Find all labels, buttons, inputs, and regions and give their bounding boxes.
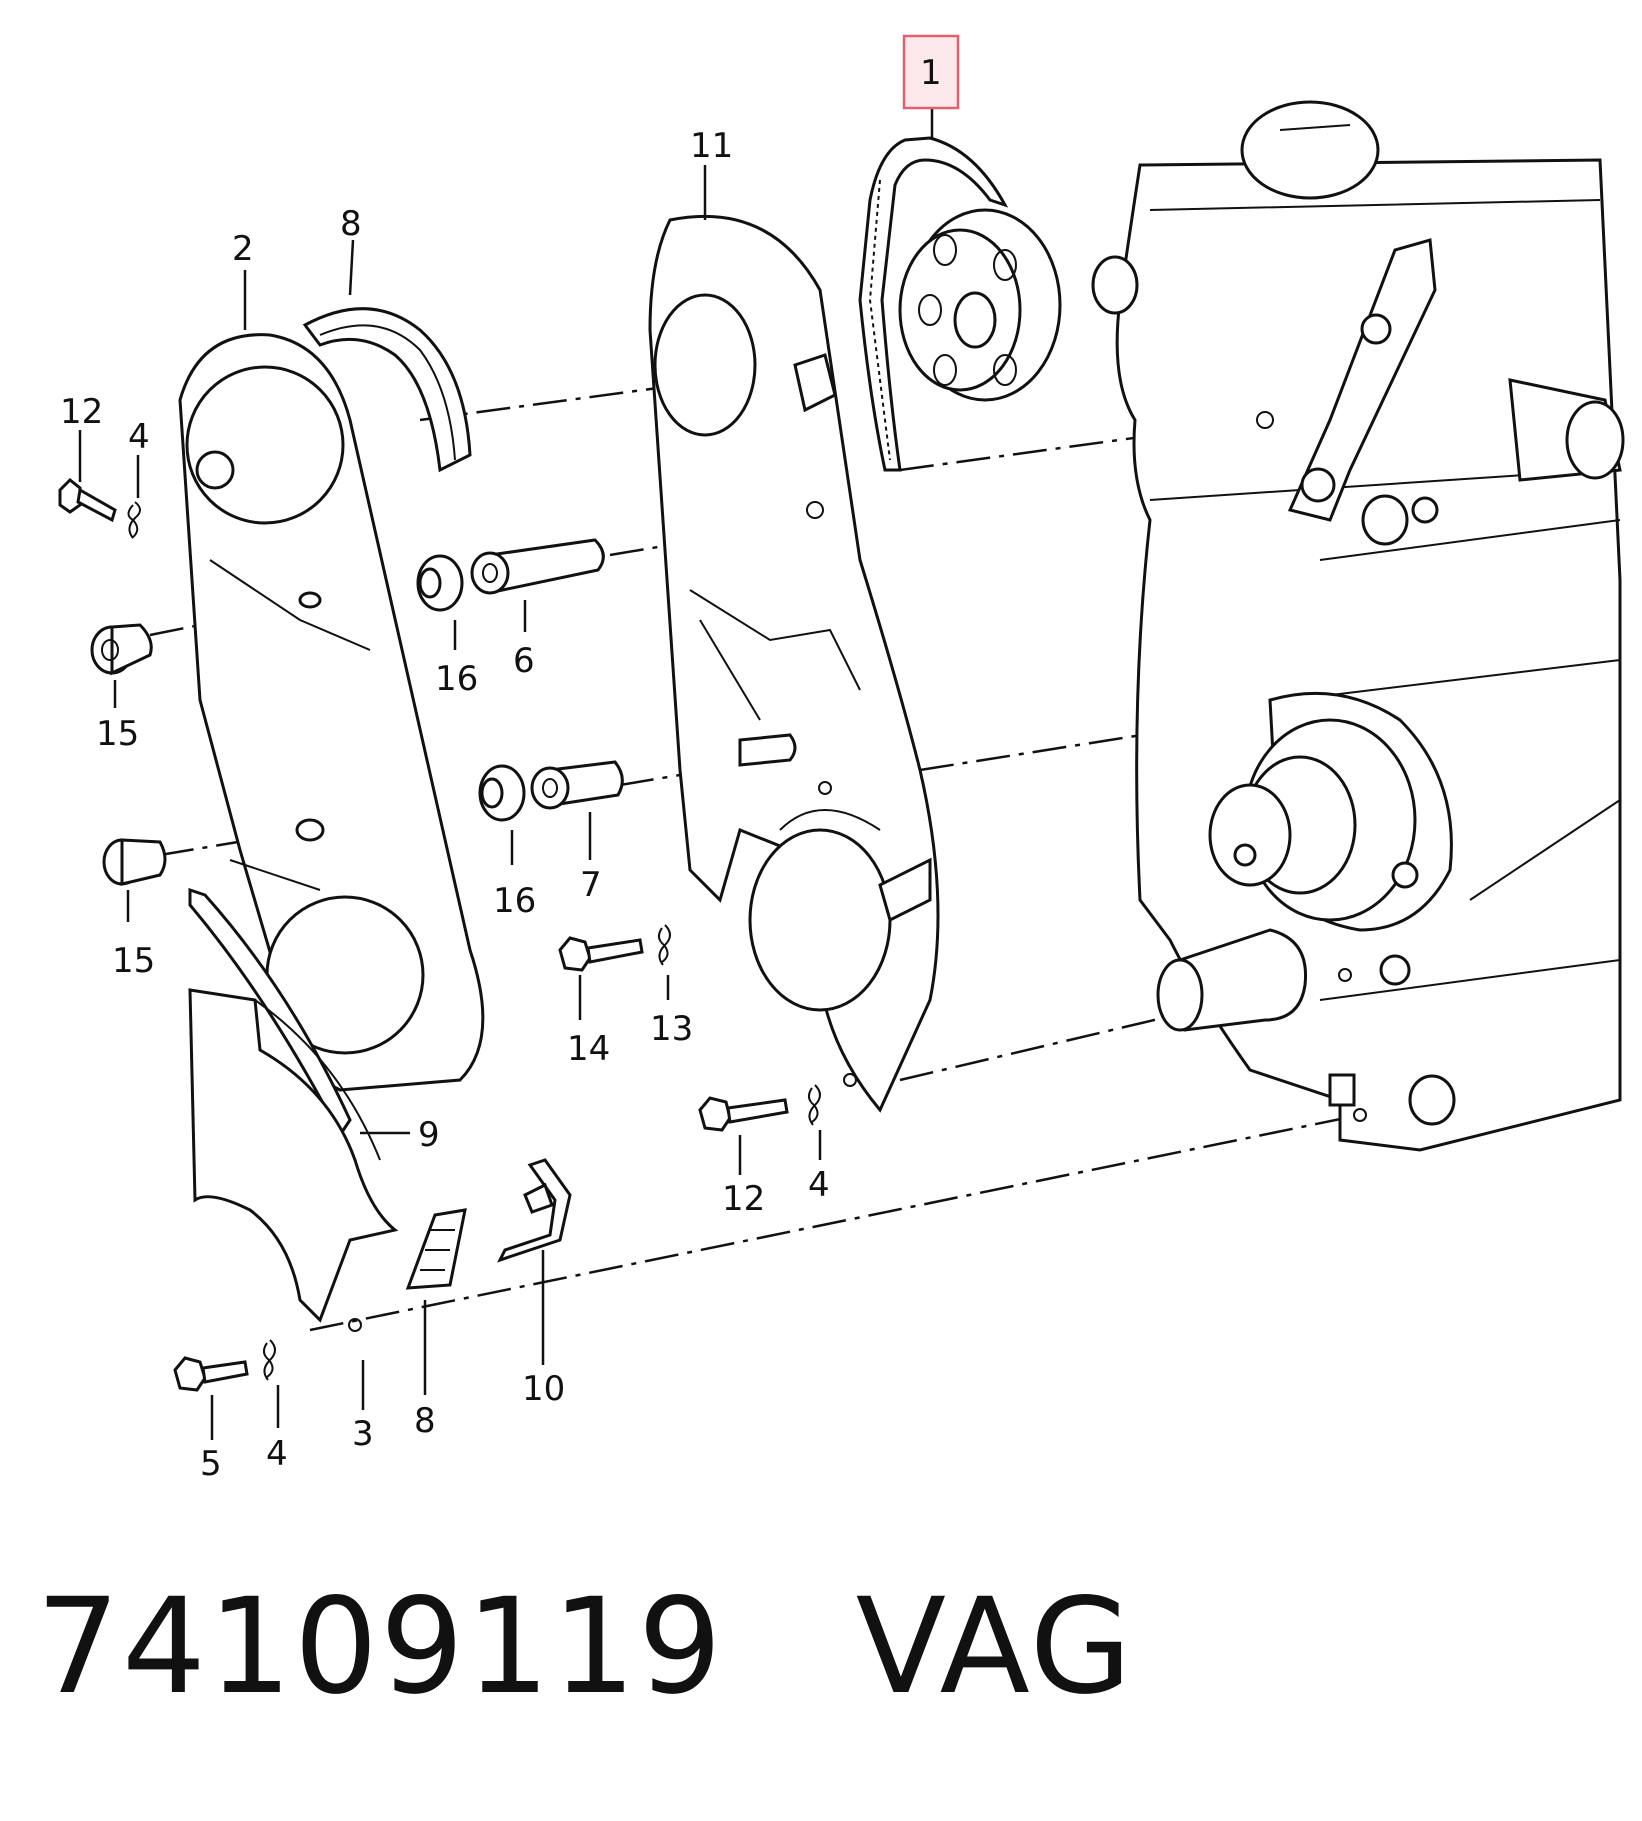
bolt-5 <box>173 1356 249 1392</box>
upper-timing-cover <box>178 333 485 1092</box>
washer-4-upper <box>127 501 141 539</box>
callout-15-upper: 15 <box>96 714 139 754</box>
grommet-16-upper <box>416 554 464 612</box>
callout-1: 1 <box>920 53 942 93</box>
callout-12-upper: 12 <box>60 392 103 432</box>
leader-lines <box>78 108 934 1440</box>
exploded-parts-diagram: 1 2 8 11 12 4 15 15 16 16 6 7 9 14 13 12… <box>58 34 1625 1484</box>
callout-4-bottom: 4 <box>266 1434 288 1474</box>
spacer-sleeve-7 <box>530 760 624 810</box>
callout-7: 7 <box>580 865 602 905</box>
part-caption: 74109119 VAG <box>36 1570 1134 1724</box>
bolt-12-upper <box>58 477 117 523</box>
brand-name: VAG <box>855 1570 1134 1724</box>
cover-seal-strip-lower <box>188 887 352 1138</box>
bushing-15-upper <box>90 623 153 676</box>
washer-4-bottom <box>263 1339 276 1381</box>
seal-pad-8 <box>405 1208 467 1290</box>
camshaft-sprocket <box>898 208 1062 402</box>
bushing-15-lower <box>102 838 167 886</box>
callout-16-upper: 16 <box>435 659 478 699</box>
callout-14: 14 <box>567 1029 610 1069</box>
belt-tensioner <box>1208 691 1453 932</box>
callout-12-lower: 12 <box>722 1179 765 1219</box>
grommet-16-lower <box>478 764 526 822</box>
cover-seal-strip-top <box>302 307 472 473</box>
callout-8-top: 8 <box>340 204 362 244</box>
callout-5: 5 <box>200 1444 222 1484</box>
callout-16-lower: 16 <box>493 881 536 921</box>
callout-13: 13 <box>650 1009 693 1049</box>
callout-15-lower: 15 <box>112 941 155 981</box>
bolt-12-lower <box>698 1096 789 1132</box>
callout-3: 3 <box>352 1414 374 1454</box>
callout-4-upper: 4 <box>128 417 150 457</box>
washer-4-lower <box>808 1084 821 1126</box>
callout-4-lower: 4 <box>808 1165 830 1205</box>
rear-belt-guard <box>648 214 940 1113</box>
callout-10: 10 <box>522 1369 565 1409</box>
callout-1-highlight <box>902 34 960 110</box>
callout-2: 2 <box>232 229 254 269</box>
callout-11: 11 <box>690 126 733 166</box>
callout-9: 9 <box>418 1115 440 1155</box>
part-number: 74109119 <box>36 1570 724 1724</box>
spacer-sleeve-6 <box>470 538 605 595</box>
stud-bolt <box>738 733 797 767</box>
callout-8-bottom: 8 <box>414 1401 436 1441</box>
timing-belt <box>858 136 1009 472</box>
intermediate-shaft <box>1156 928 1456 1126</box>
lower-timing-cover <box>188 988 399 1332</box>
bolt-14 <box>558 936 644 972</box>
washer-13 <box>658 924 671 966</box>
callout-labels: 1 2 8 11 12 4 15 15 16 16 6 7 9 14 13 12… <box>60 34 960 1484</box>
engine-block <box>1091 100 1625 1152</box>
callout-6: 6 <box>513 641 535 681</box>
clip-10 <box>497 1158 572 1263</box>
